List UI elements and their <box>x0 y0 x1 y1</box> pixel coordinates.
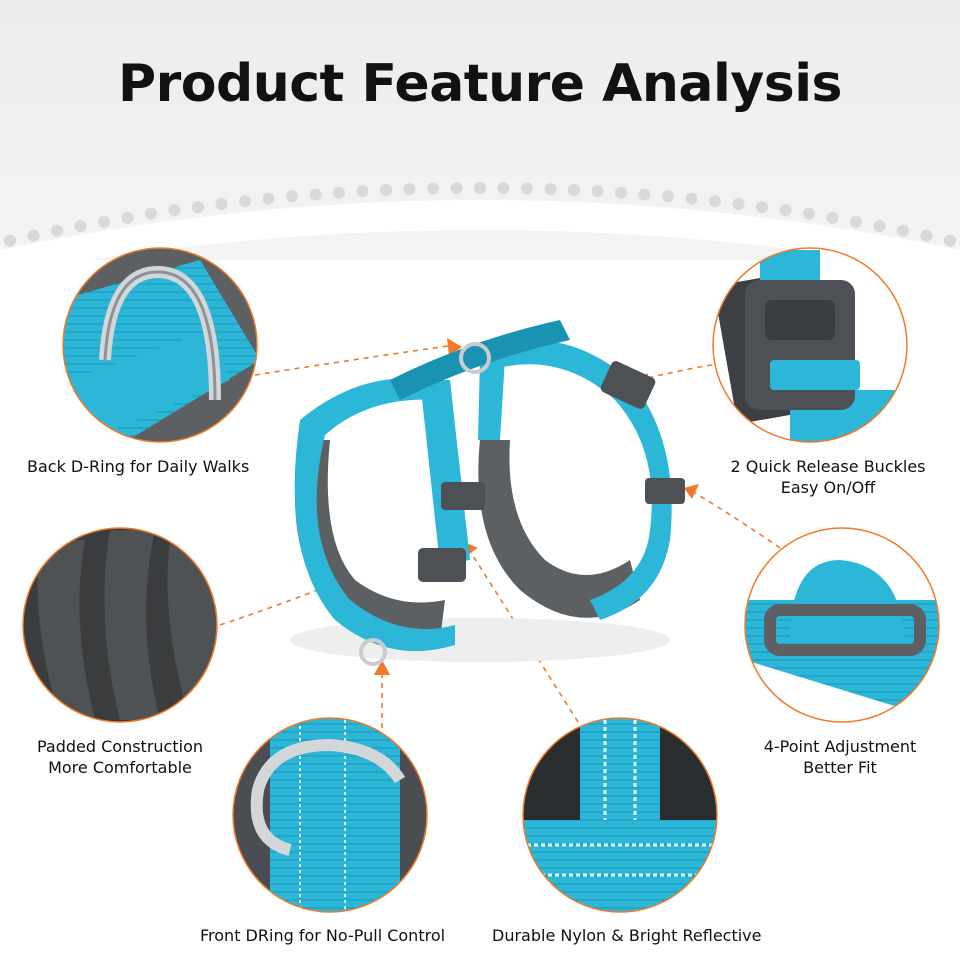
wave-dot <box>121 211 134 224</box>
wave-dot <box>356 185 369 198</box>
wave-dot <box>873 220 886 233</box>
wave-dot <box>286 190 298 203</box>
wave-dot <box>779 204 792 217</box>
wave-dot <box>615 186 627 199</box>
detail-circle-adjustment <box>744 527 940 723</box>
page-title: Product Feature Analysis <box>118 54 842 114</box>
wave-dot <box>239 195 251 208</box>
detail-circle-back-d-ring <box>62 247 258 443</box>
wave-dot <box>920 229 933 242</box>
wave-dot <box>215 198 228 210</box>
connector-nylon <box>467 547 579 723</box>
arrow-icon <box>374 660 390 675</box>
wave-dots <box>4 182 956 247</box>
wave-dot <box>756 201 768 213</box>
wave-dot <box>497 182 510 195</box>
wave-dot <box>521 182 533 195</box>
wave-dot <box>685 192 698 205</box>
feature-label-nylon: Durable Nylon & Bright Reflective <box>492 926 762 945</box>
wave-dot <box>51 224 63 237</box>
wave-dot <box>4 234 16 247</box>
wave-dot <box>944 234 956 247</box>
dotted-wave <box>0 200 960 275</box>
wave-dot <box>732 198 745 210</box>
detail-circle-nylon <box>522 717 718 913</box>
wave-dot <box>309 188 322 201</box>
wave-dot <box>403 183 416 196</box>
detail-circle-padded <box>22 527 218 723</box>
wave-dot <box>826 211 839 224</box>
wave-dot <box>168 204 181 217</box>
wave-dot <box>662 190 674 203</box>
arrow-icon <box>447 338 462 356</box>
feature-label-front-d-ring: Front DRing for No-Pull Control <box>200 926 446 945</box>
wave-dot <box>380 184 392 197</box>
wave-dot <box>27 229 40 242</box>
wave-dot <box>803 207 815 220</box>
wave-dot <box>544 183 557 196</box>
wave-dot <box>192 201 204 213</box>
detail-circle-quick-release <box>712 247 908 443</box>
feature-label-quick-release: 2 Quick Release Buckles Easy On/Off <box>730 457 926 497</box>
wave-dot <box>145 207 157 220</box>
wave-dot <box>850 215 862 228</box>
connector-lines <box>219 344 781 728</box>
connector-padded <box>219 584 331 626</box>
wave-dot <box>74 220 87 233</box>
wave-dot <box>333 186 345 199</box>
wave-dot <box>262 192 275 205</box>
wave-dot <box>709 195 721 208</box>
wave-dot <box>427 182 439 195</box>
wave-dot <box>568 184 580 197</box>
connector-adjustment <box>689 489 781 549</box>
feature-label-adjustment: 4-Point Adjustment Better Fit <box>763 737 917 777</box>
wave-dot <box>98 215 110 228</box>
connector-back-d-ring <box>254 344 456 376</box>
wave-dot <box>638 188 651 201</box>
wave-dot <box>450 182 463 195</box>
detail-circle-front-d-ring <box>232 717 428 913</box>
feature-label-back-d-ring: Back D-Ring for Daily Walks <box>27 457 250 476</box>
harness-illustration <box>290 320 685 666</box>
feature-label-padded: Padded Construction More Comfortable <box>36 737 203 777</box>
wave-dot <box>474 182 486 194</box>
wave-dot <box>897 224 909 237</box>
wave-dot <box>591 185 604 198</box>
connector-quick-release <box>639 364 713 381</box>
arrow-icon <box>684 484 699 499</box>
